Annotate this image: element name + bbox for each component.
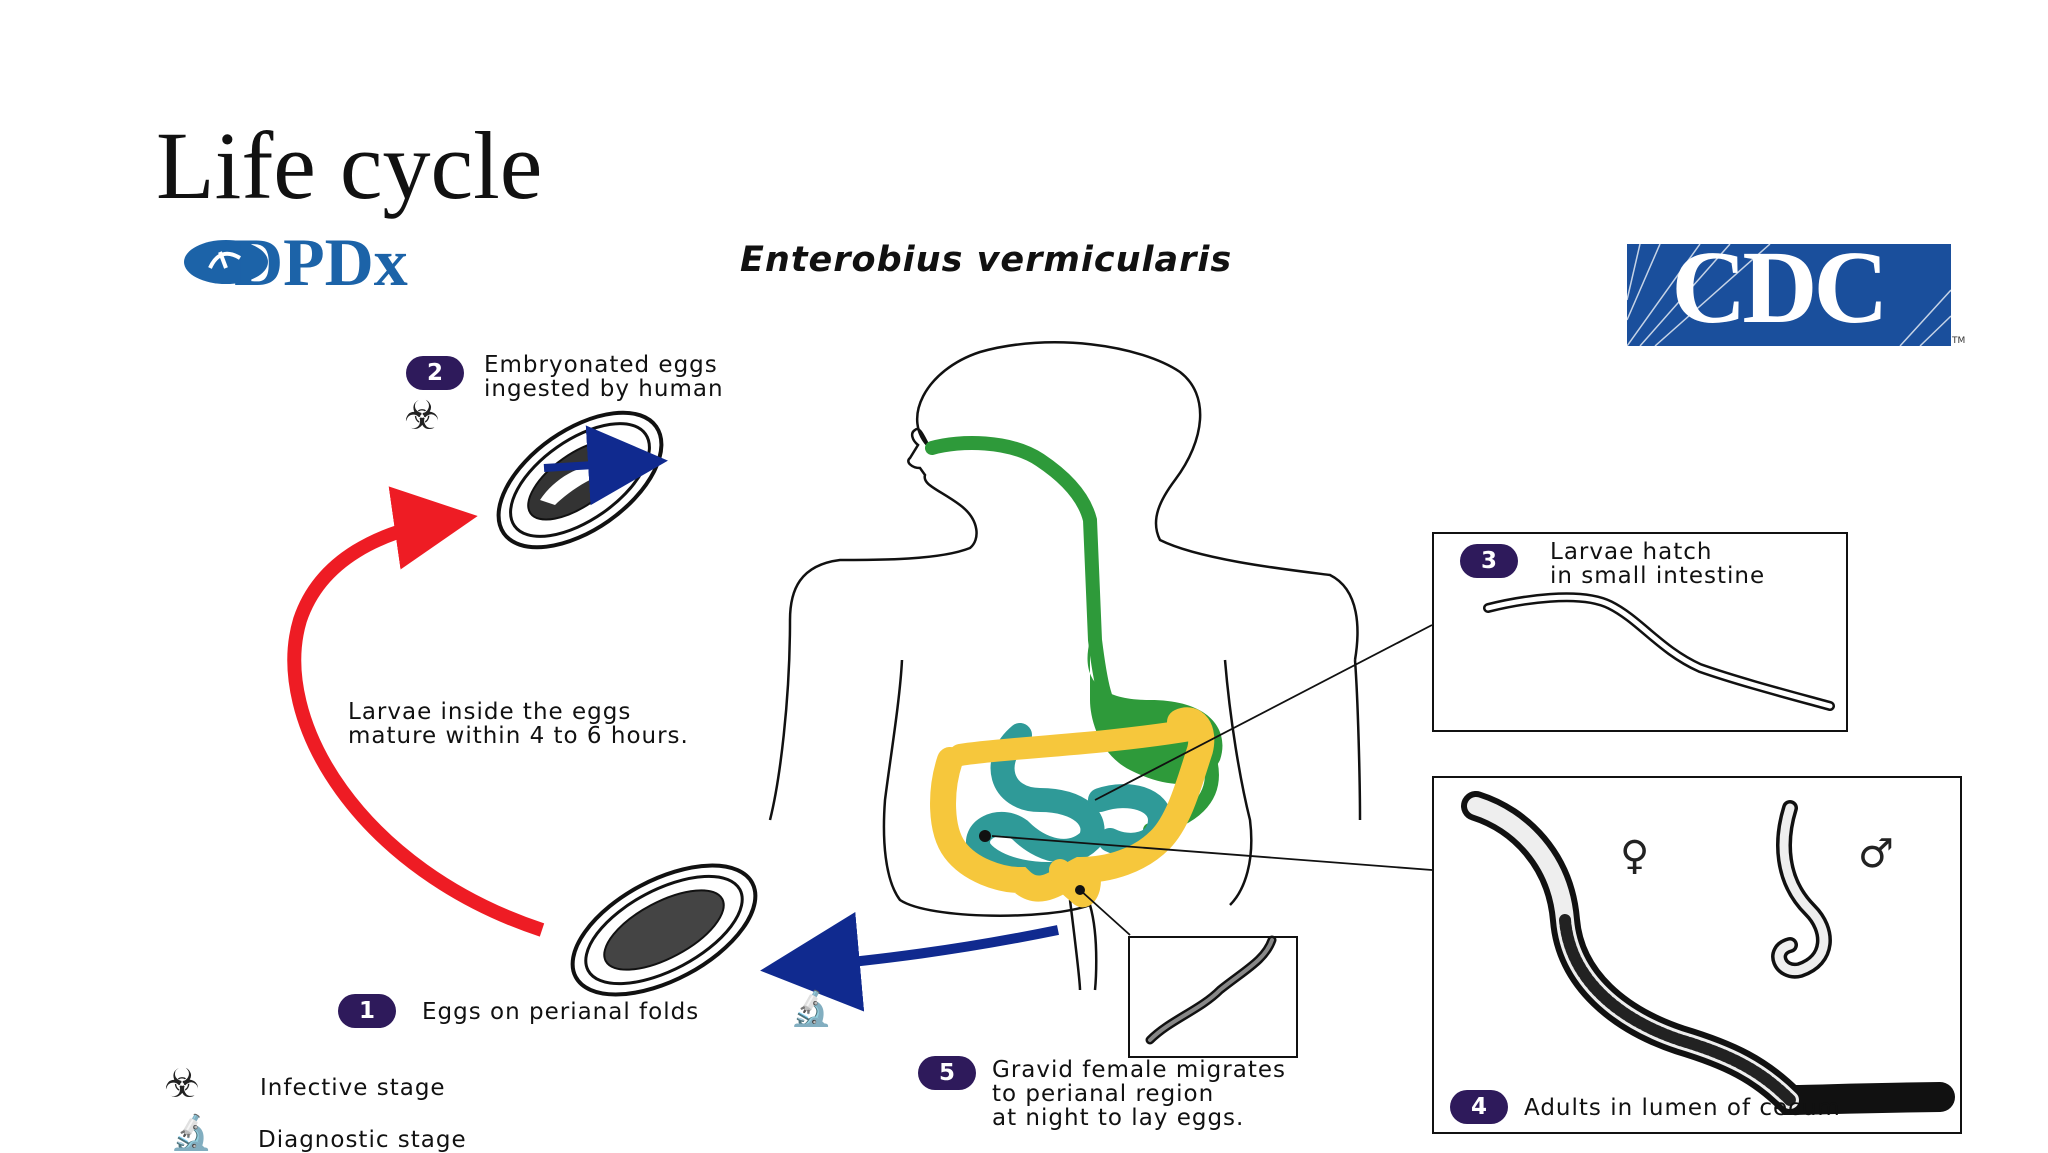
male-adult-worm-icon xyxy=(1771,800,1832,979)
blue-arrow-ingestion xyxy=(543,425,668,506)
blue-arrow-egg-laying xyxy=(760,911,1059,1012)
stage-1-label: Eggs on perianal folds xyxy=(422,999,700,1025)
leader-lines xyxy=(991,624,1433,936)
biohazard-icon: ☣ xyxy=(404,393,440,439)
stage-5-label-line-3: at night to lay eggs. xyxy=(992,1105,1245,1131)
human-body-outline xyxy=(768,341,1362,991)
cdc-wordmark: CDC xyxy=(1671,230,1888,345)
stage-5-label-line-2: to perianal region xyxy=(992,1081,1215,1107)
small-intestine xyxy=(966,723,1105,886)
stage-2-label-line-1: Embryonated eggs xyxy=(484,352,718,378)
digestive-tract xyxy=(925,436,1223,908)
stage-5-badge: 5 xyxy=(918,1056,976,1090)
larva-worm-icon xyxy=(1483,592,1835,711)
stage-4-box xyxy=(1432,776,1962,1134)
dpdx-wordmark: DPDx xyxy=(234,224,408,300)
red-arrow-maturation xyxy=(287,486,545,937)
stage-3-box xyxy=(1432,532,1848,732)
species-name: Enterobius vermicularis xyxy=(740,240,1233,280)
gravid-female-worm-icon xyxy=(1145,935,1277,1045)
cdc-trademark: TM xyxy=(1952,336,1966,346)
stage-4-badge: 4 xyxy=(1450,1090,1508,1124)
large-intestine xyxy=(930,707,1215,902)
stage-3-label-line-2: in small intestine xyxy=(1550,563,1766,589)
perianal-egg-icon xyxy=(570,863,758,997)
stage-4-label: Adults in lumen of cecum xyxy=(1524,1095,1841,1121)
stage-5-box xyxy=(1128,936,1298,1058)
maturation-note-line-1: Larvae inside the eggs xyxy=(348,699,632,725)
female-adult-worm-icon xyxy=(1461,791,1955,1116)
cecum-marker xyxy=(979,830,991,842)
stage-3-label-line-1: Larvae hatch xyxy=(1550,539,1713,565)
female-symbol-icon: ♀ xyxy=(1620,833,1650,879)
stage-2-badge: 2 xyxy=(406,356,464,390)
cdc-logo xyxy=(1627,244,1951,346)
male-symbol-icon: ♂ xyxy=(1858,831,1894,877)
slide-title: Life cycle xyxy=(156,112,543,219)
stage-3-badge: 3 xyxy=(1460,544,1518,578)
microscope-icon: 🔬 xyxy=(790,989,833,1029)
embryonated-egg-icon xyxy=(496,410,664,550)
dpdx-logo xyxy=(184,240,268,284)
legend-diagnostic-label: Diagnostic stage xyxy=(258,1127,467,1153)
legend-infective-label: Infective stage xyxy=(260,1075,446,1101)
stage-5-label-line-1: Gravid female migrates xyxy=(992,1057,1286,1083)
maturation-note-line-2: mature within 4 to 6 hours. xyxy=(348,723,689,749)
stage-1-badge: 1 xyxy=(338,994,396,1028)
legend-microscope-icon: 🔬 xyxy=(170,1113,213,1153)
legend-biohazard-icon: ☣ xyxy=(164,1061,200,1107)
stage-2-label-line-2: ingested by human xyxy=(484,376,724,402)
